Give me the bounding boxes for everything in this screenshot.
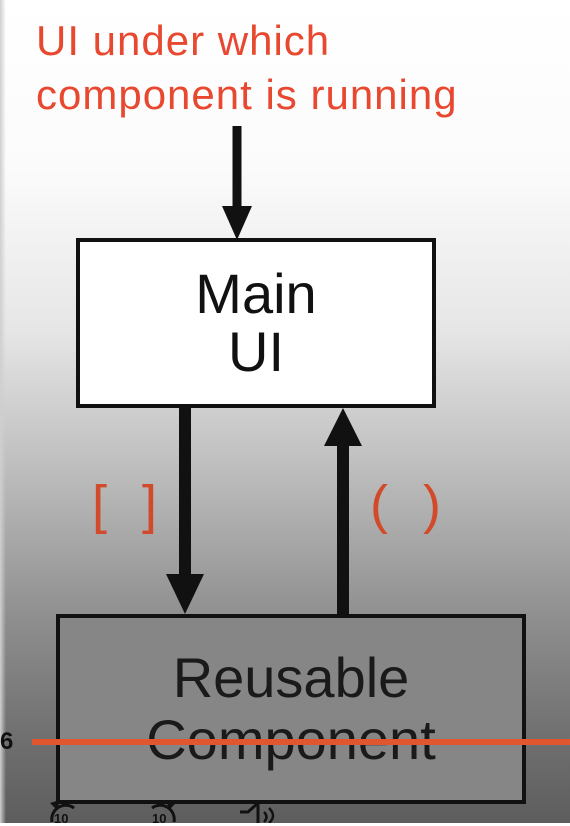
arrow-reusable-to-main-head: [324, 408, 362, 446]
time-label: 6: [0, 728, 14, 755]
main-ui-label-line-1: Main: [195, 262, 317, 325]
arrow-main-to-reusable-head: [166, 574, 204, 614]
reusable-label-line-1: Reusable: [172, 646, 410, 709]
forward-10-label: 10: [152, 811, 167, 826]
volume-icon: [240, 801, 275, 823]
square-brackets-label: [ ]: [92, 475, 168, 535]
arrow-into-main-ui-head: [222, 206, 252, 240]
rewind-10-label: 10: [54, 811, 69, 826]
main-ui-box: Main UI: [76, 238, 436, 408]
progress-bar[interactable]: [32, 739, 570, 745]
heading-line-1: UI under which: [36, 17, 331, 64]
heading-line-2: component is running: [36, 71, 458, 118]
rewind-10-button[interactable]: 10: [44, 798, 84, 826]
forward-10-button[interactable]: 10: [142, 798, 182, 826]
rewind-10-icon: [50, 800, 75, 823]
forward-10-icon: [151, 800, 176, 823]
round-brackets-label: ( ): [370, 475, 451, 535]
slide-edge-shadow: [0, 0, 6, 823]
main-ui-label-line-2: UI: [228, 320, 284, 383]
volume-button[interactable]: [236, 798, 286, 823]
reusable-component-box: Reusable Component: [56, 614, 526, 804]
